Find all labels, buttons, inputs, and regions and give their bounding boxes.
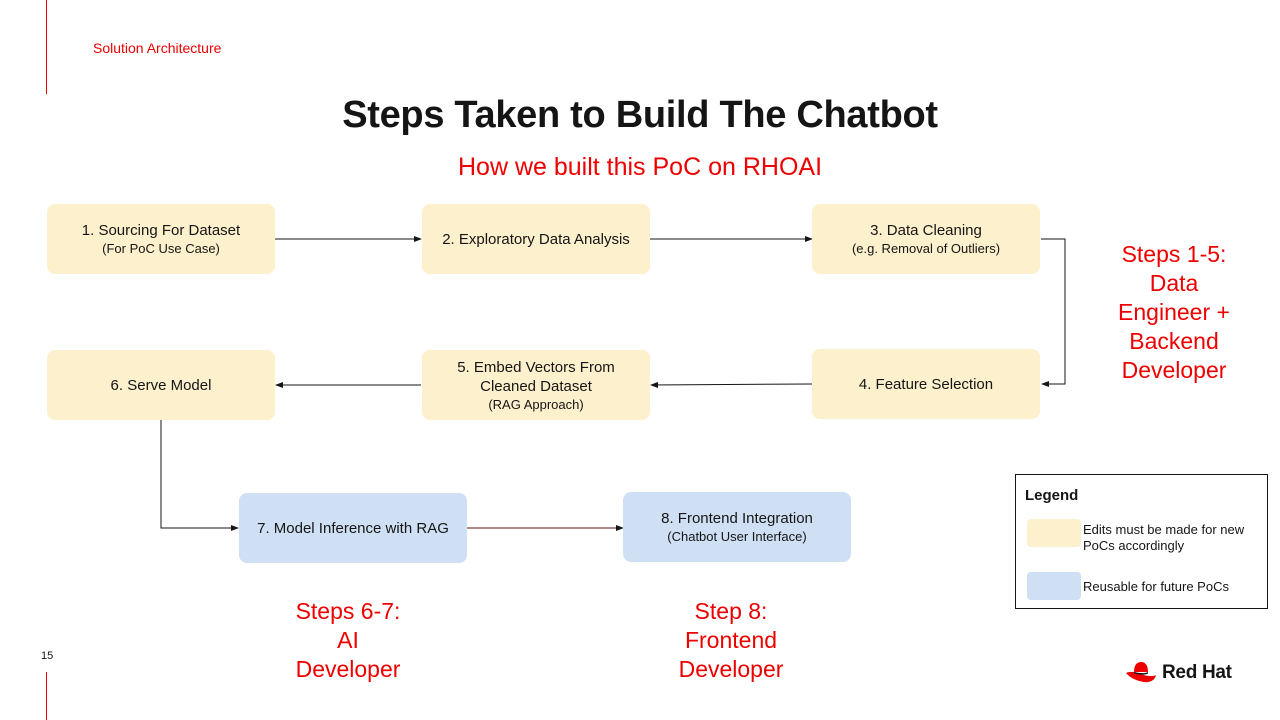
role-line: Steps 6-7: [295, 598, 401, 624]
role-line: Frontend [684, 627, 778, 653]
step-sublabel: (e.g. Removal of Outliers) [851, 241, 1001, 256]
step-label: 1. Sourcing For Dataset [81, 222, 241, 239]
step-1-box: 1. Sourcing For Dataset (For PoC Use Cas… [47, 204, 275, 274]
accent-line-top [46, 0, 47, 94]
legend: Legend Edits must be made for new PoCs a… [1015, 474, 1268, 609]
step-5-box: 5. Embed Vectors From Cleaned Dataset (R… [422, 350, 650, 420]
legend-swatch-edit [1027, 519, 1081, 547]
role-line: Backend [1129, 328, 1219, 354]
step-label: 4. Feature Selection [858, 375, 994, 393]
step-3-box: 3. Data Cleaning (e.g. Removal of Outlie… [812, 204, 1040, 274]
arrow-4-to-5 [650, 381, 813, 388]
legend-label-reusable: Reusable for future PoCs [1083, 579, 1229, 594]
role-line: Developer [1121, 357, 1227, 383]
arrow-3-to-4 [1041, 238, 1066, 387]
role-line: Data [1149, 270, 1199, 296]
legend-title: Legend [1025, 487, 1079, 504]
step-2-box: 2. Exploratory Data Analysis [422, 204, 650, 274]
step-label: 6. Serve Model [110, 376, 212, 394]
step-label: 3. Data Cleaning [870, 222, 982, 239]
legend-label-edit: Edits must be made for new PoCs accordin… [1083, 522, 1245, 553]
step-label: 2. Exploratory Data Analysis [442, 230, 630, 248]
section-label: Solution Architecture [93, 40, 222, 56]
step-7-box: 7. Model Inference with RAG [239, 493, 467, 563]
role-line: Steps 1-5: [1121, 241, 1227, 267]
step-sublabel: (RAG Approach) [488, 396, 584, 412]
page-number: 15 [41, 650, 54, 662]
accent-line-bottom [46, 672, 47, 720]
page-title: Steps Taken to Build The Chatbot [342, 94, 938, 136]
step-4-box: 4. Feature Selection [812, 349, 1040, 419]
arrow-6-to-7 [160, 420, 239, 531]
role-line: Engineer + [1118, 299, 1230, 325]
role-ai-developer: Steps 6-7: AI Developer [273, 597, 423, 684]
step-6-box: 6. Serve Model [47, 350, 275, 420]
red-hat-logo: Red Hat [1124, 660, 1232, 686]
step-8-box: 8. Frontend Integration (Chatbot User In… [623, 492, 851, 562]
step-sublabel: (Chatbot User Interface) [667, 529, 807, 544]
role-frontend-developer: Step 8: Frontend Developer [656, 597, 806, 684]
legend-swatch-reusable [1027, 572, 1081, 600]
step-label: 8. Frontend Integration [661, 510, 813, 527]
red-hat-logo-text: Red Hat [1162, 662, 1232, 683]
role-line: Developer [678, 656, 784, 682]
role-line: Step 8: [694, 598, 768, 624]
role-line: AI [337, 627, 359, 653]
red-hat-fedora-icon [1126, 662, 1156, 683]
step-label: 5. Embed Vectors From Cleaned Dataset [457, 358, 615, 395]
role-line: Developer [295, 656, 401, 682]
role-data-engineer: Steps 1-5: Data Engineer + Backend Devel… [1099, 240, 1249, 385]
step-label: 7. Model Inference with RAG [257, 519, 449, 537]
step-sublabel: (For PoC Use Case) [102, 241, 220, 256]
page-subtitle: How we built this PoC on RHOAI [457, 153, 823, 181]
